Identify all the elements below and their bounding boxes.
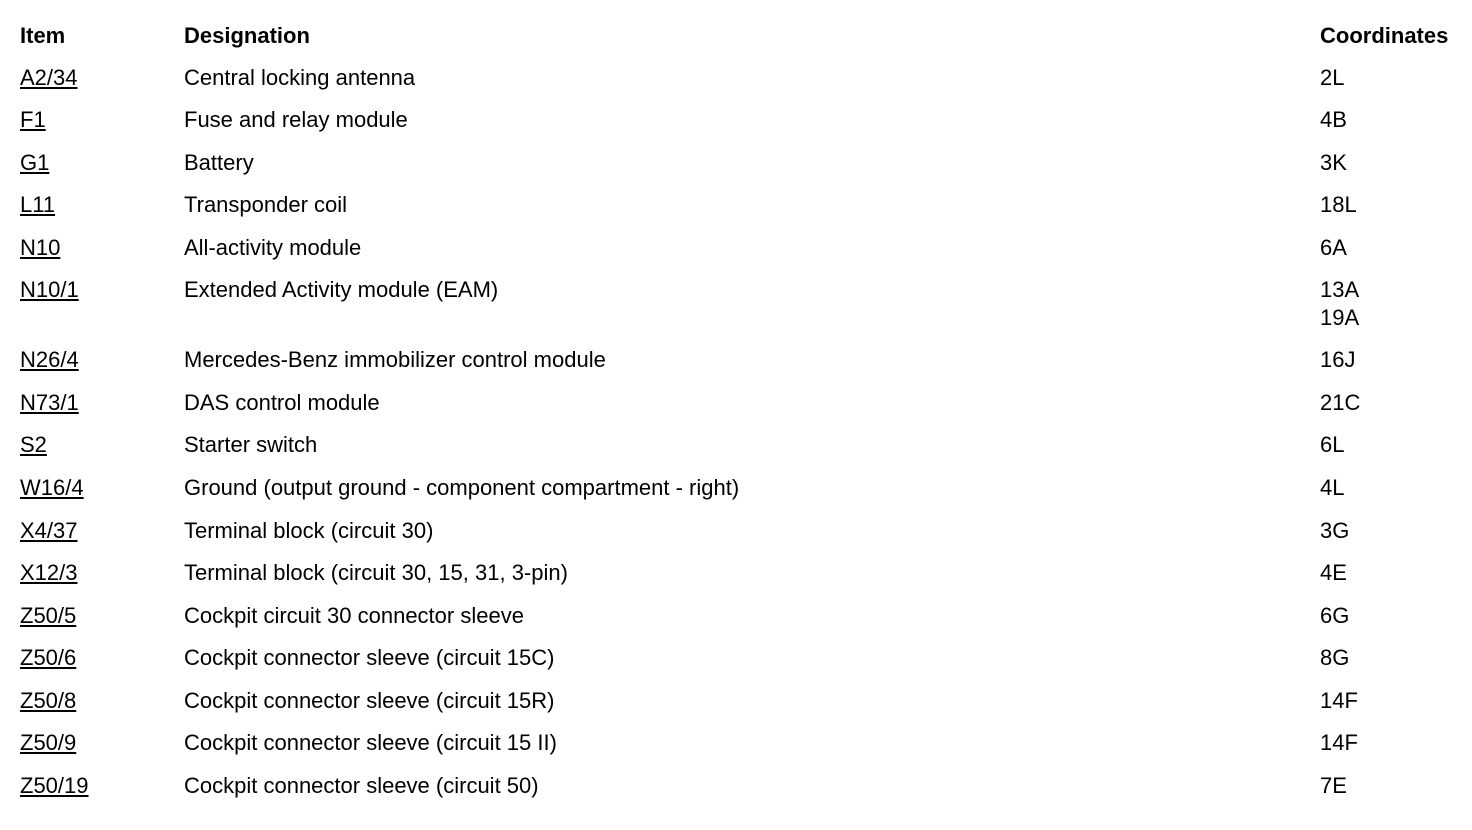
coordinate-value: 6G xyxy=(1320,603,1350,628)
header-designation: Designation xyxy=(184,23,310,48)
coordinate-value: 3G xyxy=(1320,518,1350,543)
coordinate-value: 3K xyxy=(1320,150,1347,175)
item-link[interactable]: Z50/5 xyxy=(20,603,77,628)
item-link[interactable]: L11 xyxy=(20,192,56,217)
designation-text: Extended Activity module (EAM) xyxy=(184,277,499,302)
item-link[interactable]: N10/1 xyxy=(20,277,79,302)
coordinates-cell: 14F xyxy=(1320,687,1358,715)
item-link[interactable]: N10 xyxy=(20,235,61,260)
coordinate-value: 14F xyxy=(1320,730,1358,755)
item-link[interactable]: W16/4 xyxy=(20,475,84,500)
item-link[interactable]: A2/34 xyxy=(20,65,78,90)
coordinates-cell: 4B xyxy=(1320,106,1347,134)
coordinate-value: 7E xyxy=(1320,773,1347,798)
coordinate-value: 14F xyxy=(1320,688,1358,713)
coordinates-cell: 21C xyxy=(1320,389,1360,417)
designation-text: Ground (output ground - component compar… xyxy=(184,475,740,500)
designation-text: Mercedes-Benz immobilizer control module xyxy=(184,347,606,372)
item-link[interactable]: G1 xyxy=(20,150,50,175)
item-link[interactable]: X4/37 xyxy=(20,518,78,543)
designation-text: Cockpit connector sleeve (circuit 15 II) xyxy=(184,730,557,755)
coordinate-value: 13A xyxy=(1320,277,1360,302)
designation-text: Terminal block (circuit 30) xyxy=(184,518,434,543)
item-link[interactable]: N26/4 xyxy=(20,347,79,372)
header-coordinates: Coordinates xyxy=(1320,23,1449,48)
designation-text: All-activity module xyxy=(184,235,362,260)
coordinate-value: 16J xyxy=(1320,347,1356,372)
coordinate-value: 21C xyxy=(1320,390,1361,415)
coordinates-cell: 2L xyxy=(1320,64,1344,92)
coordinates-cell: 6G xyxy=(1320,602,1349,630)
designation-text: DAS control module xyxy=(184,390,380,415)
designation-text: Cockpit connector sleeve (circuit 15C) xyxy=(184,645,555,670)
coordinate-value: 18L xyxy=(1320,192,1357,217)
coordinates-cell: 3G xyxy=(1320,517,1349,545)
coordinates-cell: 16J xyxy=(1320,346,1355,374)
coordinate-value: 19A xyxy=(1320,305,1360,330)
designation-text: Cockpit circuit 30 connector sleeve xyxy=(184,603,524,628)
item-link[interactable]: Z50/19 xyxy=(20,773,89,798)
coordinates-cell: 6L xyxy=(1320,431,1344,459)
coordinates-cell: 8G xyxy=(1320,644,1349,672)
designation-text: Starter switch xyxy=(184,432,318,457)
coordinates-cell: 4L xyxy=(1320,474,1344,502)
coordinate-value: 6L xyxy=(1320,432,1345,457)
designation-text: Cockpit connector sleeve (circuit 50) xyxy=(184,773,539,798)
item-link[interactable]: X12/3 xyxy=(20,560,78,585)
item-link[interactable]: Z50/9 xyxy=(20,730,77,755)
header-item: Item xyxy=(20,23,66,48)
item-link[interactable]: F1 xyxy=(20,107,46,132)
designation-text: Central locking antenna xyxy=(184,65,416,90)
item-link[interactable]: S2 xyxy=(20,432,47,457)
coordinate-value: 4E xyxy=(1320,560,1347,585)
coordinates-cell: 6A xyxy=(1320,234,1347,262)
designation-text: Terminal block (circuit 30, 15, 31, 3-pi… xyxy=(184,560,568,585)
coordinate-value: 4B xyxy=(1320,107,1347,132)
coordinate-value: 2L xyxy=(1320,65,1345,90)
coordinates-cell: 4E xyxy=(1320,559,1347,587)
coordinates-cell: 18L xyxy=(1320,191,1357,219)
coordinates-cell: 14F xyxy=(1320,729,1358,757)
coordinate-value: 4L xyxy=(1320,475,1345,500)
coordinate-value: 6A xyxy=(1320,235,1347,260)
coordinates-cell: 3K xyxy=(1320,149,1347,177)
item-link[interactable]: Z50/6 xyxy=(20,645,77,670)
designation-text: Battery xyxy=(184,150,254,175)
item-link[interactable]: Z50/8 xyxy=(20,688,77,713)
coordinates-cell: 7E xyxy=(1320,772,1347,800)
designation-text: Transponder coil xyxy=(184,192,348,217)
designation-text: Fuse and relay module xyxy=(184,107,408,132)
coordinate-value: 8G xyxy=(1320,645,1350,670)
designation-text: Cockpit connector sleeve (circuit 15R) xyxy=(184,688,555,713)
item-link[interactable]: N73/1 xyxy=(20,390,79,415)
